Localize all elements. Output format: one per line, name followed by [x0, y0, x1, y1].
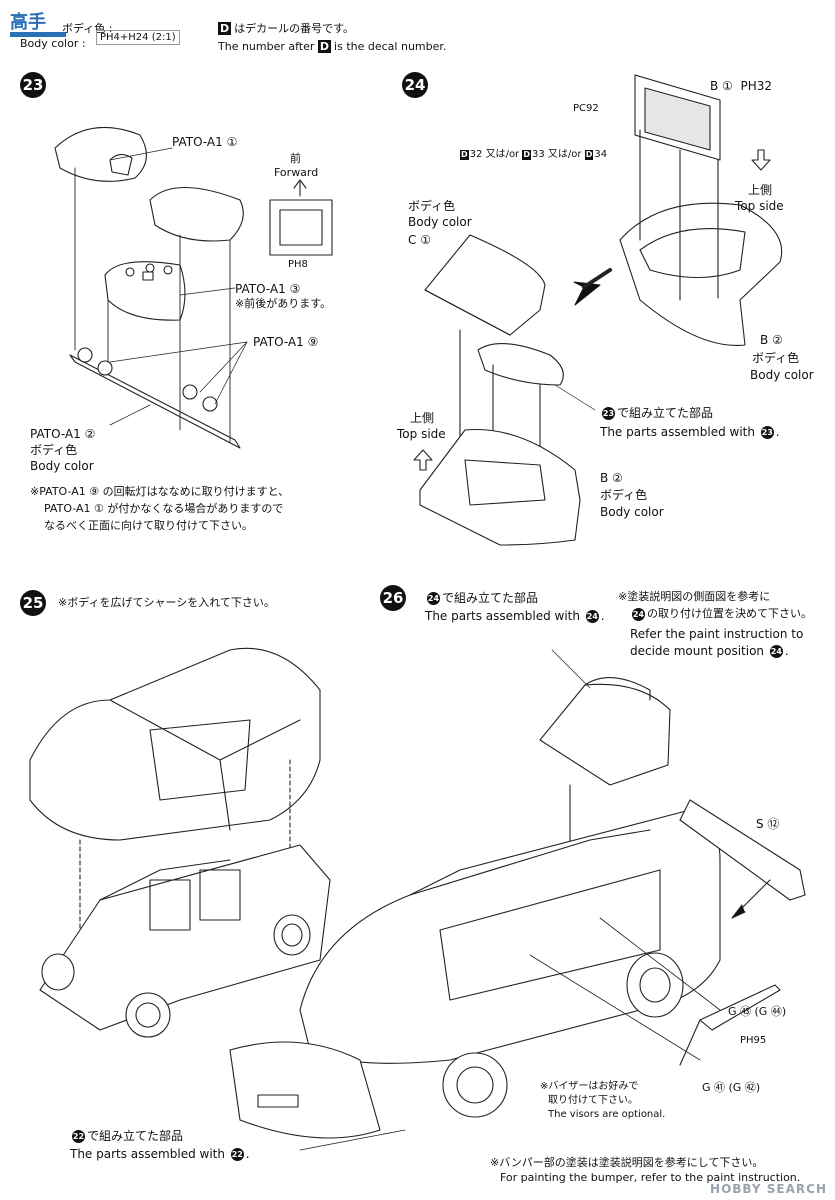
- s23-note-line1: ※PATO-A1 ⑨ の回転灯はななめに取り付けますと、: [30, 485, 290, 498]
- s23-forward-jp: 前: [290, 152, 301, 165]
- s24-b2b-jp: ボディ色: [600, 488, 648, 502]
- s24-top-side-en: Top side: [735, 199, 784, 213]
- step24-wedge-drawing: [424, 234, 546, 336]
- s24-b2-en: Body color: [750, 368, 814, 382]
- s26-mount-en1: Refer the paint instruction to: [630, 627, 804, 641]
- s23-pato3-note: ※前後があります。: [235, 297, 332, 310]
- s24-b1-label: B ① PH32: [710, 79, 772, 93]
- s23-pato2-label: PATO-A1 ②: [30, 427, 96, 441]
- watermark: HOBBY SEARCH: [710, 1182, 827, 1196]
- step-24-badge: 24: [402, 72, 428, 98]
- s26-visor-en: The visors are optional.: [548, 1109, 666, 1120]
- s26-bumper-jp: ※バンパー部の塗装は塗装説明図を参考にして下さい。: [490, 1156, 764, 1169]
- step-23-badge: 23: [20, 72, 46, 98]
- s23-pato9-label: PATO-A1 ⑨: [253, 335, 319, 349]
- s24-b2-label: B ②: [760, 333, 783, 347]
- step25-body-drawing: [29, 647, 321, 841]
- s23-pato2-en: Body color: [30, 459, 94, 473]
- step-25-badge: 25: [20, 590, 46, 616]
- s24-b2-jp: ボディ色: [752, 351, 800, 365]
- s23-note-line3: なるべく正面に向けて取り付けて下さい。: [44, 519, 253, 532]
- s26-ph95-label: PH95: [740, 1035, 767, 1046]
- s23-ph8: PH8: [288, 259, 308, 270]
- s24-top-side2-jp: 上側: [410, 411, 435, 425]
- s24-b2b-label: B ②: [600, 471, 623, 485]
- step-26-badge: 26: [380, 585, 406, 611]
- s24-top-side-jp: 上側: [748, 183, 773, 197]
- s24-top-side2-en: Top side: [397, 427, 446, 441]
- step26-car-drawing: [299, 809, 721, 1118]
- s26-mount-en2: decide mount position 24.: [630, 644, 789, 658]
- lightbar-cover-drawing: [54, 126, 147, 182]
- s23-pato3-label: PATO-A1 ③: [235, 282, 301, 296]
- header-body-color-value: PH4+H24 (2:1): [96, 30, 180, 45]
- s26-g53-label: G ㊸ (G ㊹): [728, 1005, 787, 1018]
- s26-visor-jp2: 取り付けて下さい。: [548, 1095, 638, 1106]
- lightbar-base-drawing: [69, 347, 241, 449]
- s24-b2b-en: Body color: [600, 505, 664, 519]
- lightbar-body-drawing: [104, 261, 186, 321]
- forward-indicator: [269, 179, 333, 256]
- s24-assembled-en: The parts assembled with 23.: [600, 425, 780, 439]
- s24-pc92: PC92: [573, 103, 599, 114]
- s25-note: ※ボディを広げてシャーシを入れて下さい。: [58, 596, 275, 609]
- site-logo: 高手: [8, 8, 70, 40]
- svg-text:高手: 高手: [10, 11, 46, 33]
- s24-c1-en: Body color: [408, 215, 472, 229]
- s24-c1-jp: ボディ色: [408, 199, 456, 213]
- s26-mount-jp1: ※塗装説明図の側面図を参考に: [618, 590, 771, 603]
- step24-tray-drawing: [419, 428, 581, 546]
- s23-forward-en: Forward: [274, 166, 319, 179]
- step24-cage-drawing: [619, 74, 783, 347]
- step24-lightbar-drawing: [477, 343, 564, 386]
- s26-g51-label: G ㊶ (G ㊷): [702, 1081, 761, 1094]
- lightbar-top-drawing: [149, 186, 244, 242]
- s23-pato1-label: PATO-A1 ①: [172, 135, 238, 149]
- s23-pato2-jp: ボディ色: [30, 443, 78, 457]
- step26-unit-drawing: [539, 677, 671, 786]
- s25-assembled-en: The parts assembled with 22.: [70, 1147, 250, 1161]
- s23-note-line2: PATO-A1 ① が付かなくなる場合がありますので: [44, 502, 284, 515]
- step25-chassis-drawing: [39, 844, 331, 1038]
- s26-bumper-en: For painting the bumper, refer to the pa…: [500, 1171, 801, 1184]
- step26-bumper-drawing: [229, 1041, 381, 1139]
- s24-c1-label: C ①: [408, 233, 431, 247]
- s26-visor-jp1: ※バイザーはお好みで: [540, 1081, 639, 1092]
- s26-assembled-en: The parts assembled with 24.: [425, 609, 605, 623]
- header-body-color-jp: ボディ色 :: [62, 22, 113, 35]
- s26-s12-label: S ⑫: [756, 817, 780, 831]
- step26-spoiler-drawing: [679, 799, 806, 901]
- header-body-color-en: Body color :: [20, 37, 86, 50]
- step26-visor-drawing: [679, 984, 781, 1066]
